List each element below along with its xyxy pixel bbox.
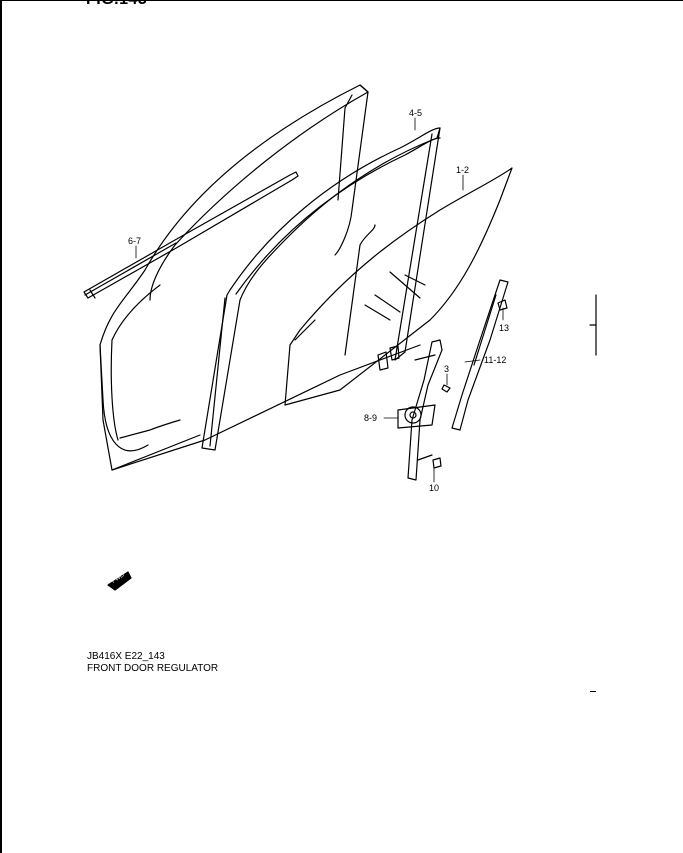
frame-border-top bbox=[0, 0, 683, 1]
part-bolt-10 bbox=[432, 457, 442, 469]
callout-8-9: 8-9 bbox=[364, 413, 377, 423]
page-marker-dash bbox=[590, 691, 596, 692]
callout-1-2: 1-2 bbox=[456, 165, 469, 175]
figure-title: FIG.143 bbox=[86, 0, 147, 9]
part-door-sash bbox=[201, 127, 441, 451]
callout-13: 13 bbox=[499, 323, 509, 333]
fwd-arrow-icon: FWD bbox=[107, 571, 132, 591]
callout-10: 10 bbox=[429, 483, 439, 493]
margin-marker bbox=[589, 294, 597, 356]
callout-6-7: 6-7 bbox=[128, 236, 141, 246]
callout-4-5: 4-5 bbox=[409, 108, 422, 118]
part-door-glass bbox=[284, 167, 513, 406]
part-weatherstrip-outer bbox=[83, 171, 299, 299]
callout-3: 3 bbox=[444, 364, 449, 374]
leader-lines bbox=[135, 117, 504, 483]
part-clip-13 bbox=[497, 299, 508, 311]
door-shell bbox=[99, 84, 421, 471]
frame-border-left bbox=[0, 0, 2, 853]
part-window-regulator bbox=[377, 339, 443, 481]
figure-code: JB416X E22_143 bbox=[87, 651, 165, 662]
figure-name: FRONT DOOR REGULATOR bbox=[87, 663, 219, 674]
part-bolt-3 bbox=[441, 384, 451, 393]
callout-11-12: 11-12 bbox=[484, 355, 506, 365]
